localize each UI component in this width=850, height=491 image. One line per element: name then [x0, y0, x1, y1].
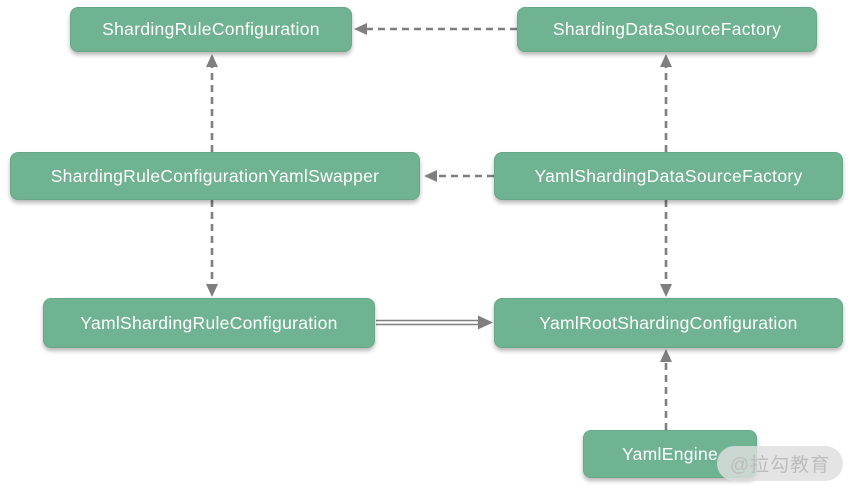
edge-swapper-to-shardingruleconfiguration: [206, 54, 218, 152]
node-sharding-data-source-factory: ShardingDataSourceFactory: [517, 7, 817, 52]
watermark-badge: @拉勾教育: [717, 446, 843, 481]
edge-yamlshardingruleconfiguration-to-yamlroot: [376, 315, 493, 330]
node-label: ShardingRuleConfiguration: [102, 19, 320, 39]
node-label: ShardingDataSourceFactory: [552, 19, 782, 39]
edge-yamlfactory-to-shardingdatasourcefactory: [660, 54, 672, 152]
node-label: YamlEngine: [621, 443, 719, 464]
node-label: ShardingRuleConfigurationYamlSwapper: [50, 165, 380, 186]
node-sharding-rule-configuration: ShardingRuleConfiguration: [70, 7, 352, 52]
node-label: YamlShardingDataSourceFactory: [534, 165, 803, 186]
node-yaml-sharding-data-source-factory: YamlShardingDataSourceFactory: [494, 152, 843, 200]
node-sharding-rule-configuration-yaml-swapper: ShardingRuleConfigurationYamlSwapper: [10, 152, 420, 200]
edge-yamlengine-to-yamlrootshardingconfiguration: [660, 349, 672, 430]
watermark-label: @拉勾教育: [729, 455, 831, 476]
node-yaml-sharding-rule-configuration: YamlShardingRuleConfiguration: [43, 298, 375, 348]
edge-swapper-to-yamlshardingruleconfiguration: [206, 200, 218, 297]
edge-yamlfactory-to-swapper: [424, 170, 494, 182]
node-label: YamlRootShardingConfiguration: [539, 312, 798, 333]
node-label: YamlShardingRuleConfiguration: [80, 312, 338, 333]
node-yaml-root-sharding-configuration: YamlRootShardingConfiguration: [494, 298, 843, 348]
edge-shardingdatasourcefactory-to-shardingruleconfiguration: [354, 23, 517, 35]
edge-yamlfactory-to-yamlrootshardingconfiguration: [660, 200, 672, 297]
